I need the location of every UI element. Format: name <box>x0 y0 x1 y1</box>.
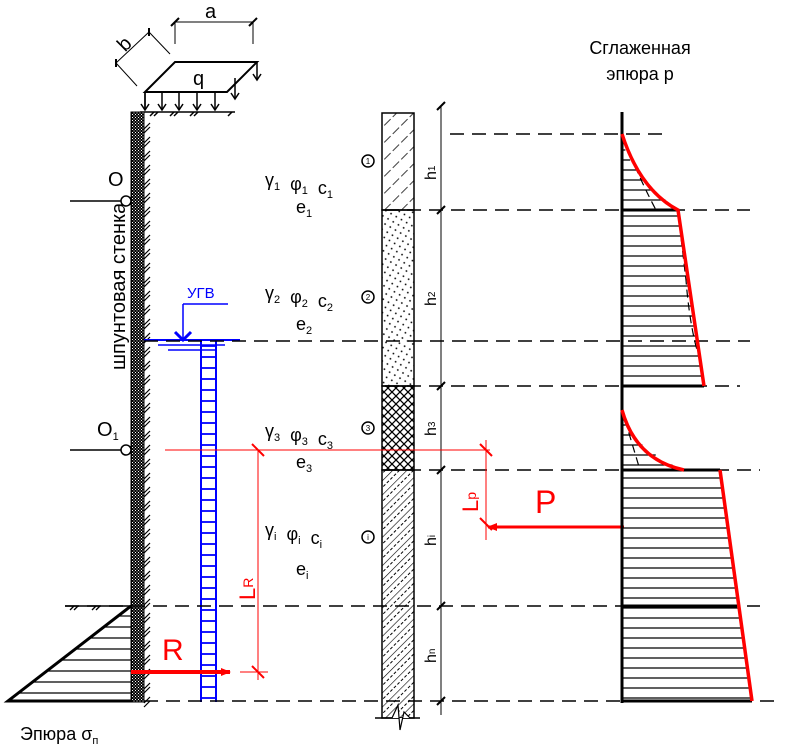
layer-i-number: i <box>367 533 369 542</box>
hatch-tick <box>143 500 151 508</box>
hatch-tick <box>143 542 151 550</box>
lever-arm-LR: LR <box>165 443 490 680</box>
hatch-tick <box>143 388 151 396</box>
hatch-tick <box>143 248 151 256</box>
soil-layer-1 <box>381 112 415 211</box>
hatch-tick <box>143 626 151 634</box>
height-h1-label: h1 <box>423 165 440 180</box>
hatch-tick <box>143 178 151 186</box>
smoothed-pressure-curve <box>620 133 754 702</box>
soil-layer-3 <box>381 385 415 471</box>
dimension-b-label: b <box>113 33 136 56</box>
ground-surface <box>140 111 235 117</box>
hatch-tick <box>143 556 151 564</box>
layer-3-e: e3 <box>296 452 312 475</box>
hatch-tick <box>143 528 151 536</box>
soil-layer-i <box>381 469 415 719</box>
force-R: R <box>131 634 231 676</box>
passive-pressure-label: Эпюра σп <box>20 724 98 747</box>
layer-1-number: 1 <box>366 157 371 166</box>
surcharge-load: q a b <box>113 1 262 112</box>
anchor-O1-label: O1 <box>97 419 119 443</box>
hatch-tick <box>143 206 151 214</box>
hatch-tick <box>143 374 151 382</box>
force-R-label: R <box>162 634 184 667</box>
hatch-tick <box>143 192 151 200</box>
groundwater-level: УГВ <box>144 285 240 702</box>
hatch-tick <box>143 416 151 424</box>
water-pressure-ladder <box>200 340 217 702</box>
load-arrows <box>140 62 262 112</box>
hatch-tick <box>143 346 151 354</box>
height-hn-label: hn <box>423 649 440 663</box>
pressure-diagram-title-line2: эпюра p <box>606 64 673 84</box>
hatch-tick <box>143 150 151 158</box>
hatch-tick <box>143 332 151 340</box>
hatch-tick <box>143 402 151 410</box>
height-h2-label: h2 <box>423 291 440 306</box>
layer-1-e: e1 <box>296 197 312 220</box>
hatch-tick <box>143 654 151 662</box>
hatch-tick <box>143 290 151 298</box>
load-q-label: q <box>193 68 204 90</box>
hatch-tick <box>143 444 151 452</box>
passive-pressure-diagram <box>3 604 132 703</box>
lever-arm-Lp: Lp <box>458 440 493 540</box>
layer-boundaries <box>65 133 780 702</box>
layer-2-e: e2 <box>296 314 312 337</box>
smoothed-pressure-diagram <box>620 112 754 703</box>
sheet-pile-wall <box>130 111 151 708</box>
wall-label: шпунтовая стенка <box>108 202 130 370</box>
height-dimensions: h1 h2 h3 hi hn <box>423 101 446 715</box>
hatch-tick <box>143 276 151 284</box>
hatch-tick <box>143 136 151 144</box>
hatch-tick <box>143 640 151 648</box>
anchor-O: O <box>70 169 132 207</box>
height-hi-label: hi <box>423 535 440 546</box>
hatch-tick <box>143 584 151 592</box>
break-symbol <box>391 702 411 731</box>
hatch-tick <box>143 486 151 494</box>
hatch-tick <box>143 304 151 312</box>
pressure-diagram-title-line1: Сглаженная <box>589 38 690 58</box>
hatch-tick <box>143 472 151 480</box>
lever-arm-LR-label: LR <box>235 578 260 600</box>
layer-3-number: 3 <box>366 424 371 433</box>
hatch-tick <box>143 682 151 690</box>
height-h3-label: h3 <box>423 421 440 436</box>
hatch-tick <box>143 598 151 606</box>
layer-i-e: ei <box>296 559 308 582</box>
force-P-label: P <box>535 484 556 520</box>
hatch-tick <box>143 570 151 578</box>
hatch-tick <box>143 220 151 228</box>
force-P: P <box>487 484 624 531</box>
anchor-O1: O1 <box>70 419 132 456</box>
dimension-a-label: a <box>205 1 217 23</box>
lever-arm-Lp-label: Lp <box>458 492 483 512</box>
hatch-tick <box>143 612 151 620</box>
hatch-tick <box>143 514 151 522</box>
hatch-tick <box>143 262 151 270</box>
water-label: УГВ <box>187 285 215 302</box>
hatch-tick <box>143 360 151 368</box>
hatch-tick <box>143 458 151 466</box>
hatch-tick <box>143 430 151 438</box>
layer-2-number: 2 <box>366 293 371 302</box>
hatch-tick <box>143 234 151 242</box>
wall-soil-hatching <box>143 122 151 708</box>
anchor-O-label: O <box>108 169 124 191</box>
hatch-tick <box>143 696 151 704</box>
soil-layer-2 <box>381 209 415 387</box>
hatch-tick <box>143 318 151 326</box>
hatch-tick <box>143 164 151 172</box>
hatch-tick <box>143 122 151 130</box>
soil-column: 1 2 3 i <box>361 112 420 731</box>
